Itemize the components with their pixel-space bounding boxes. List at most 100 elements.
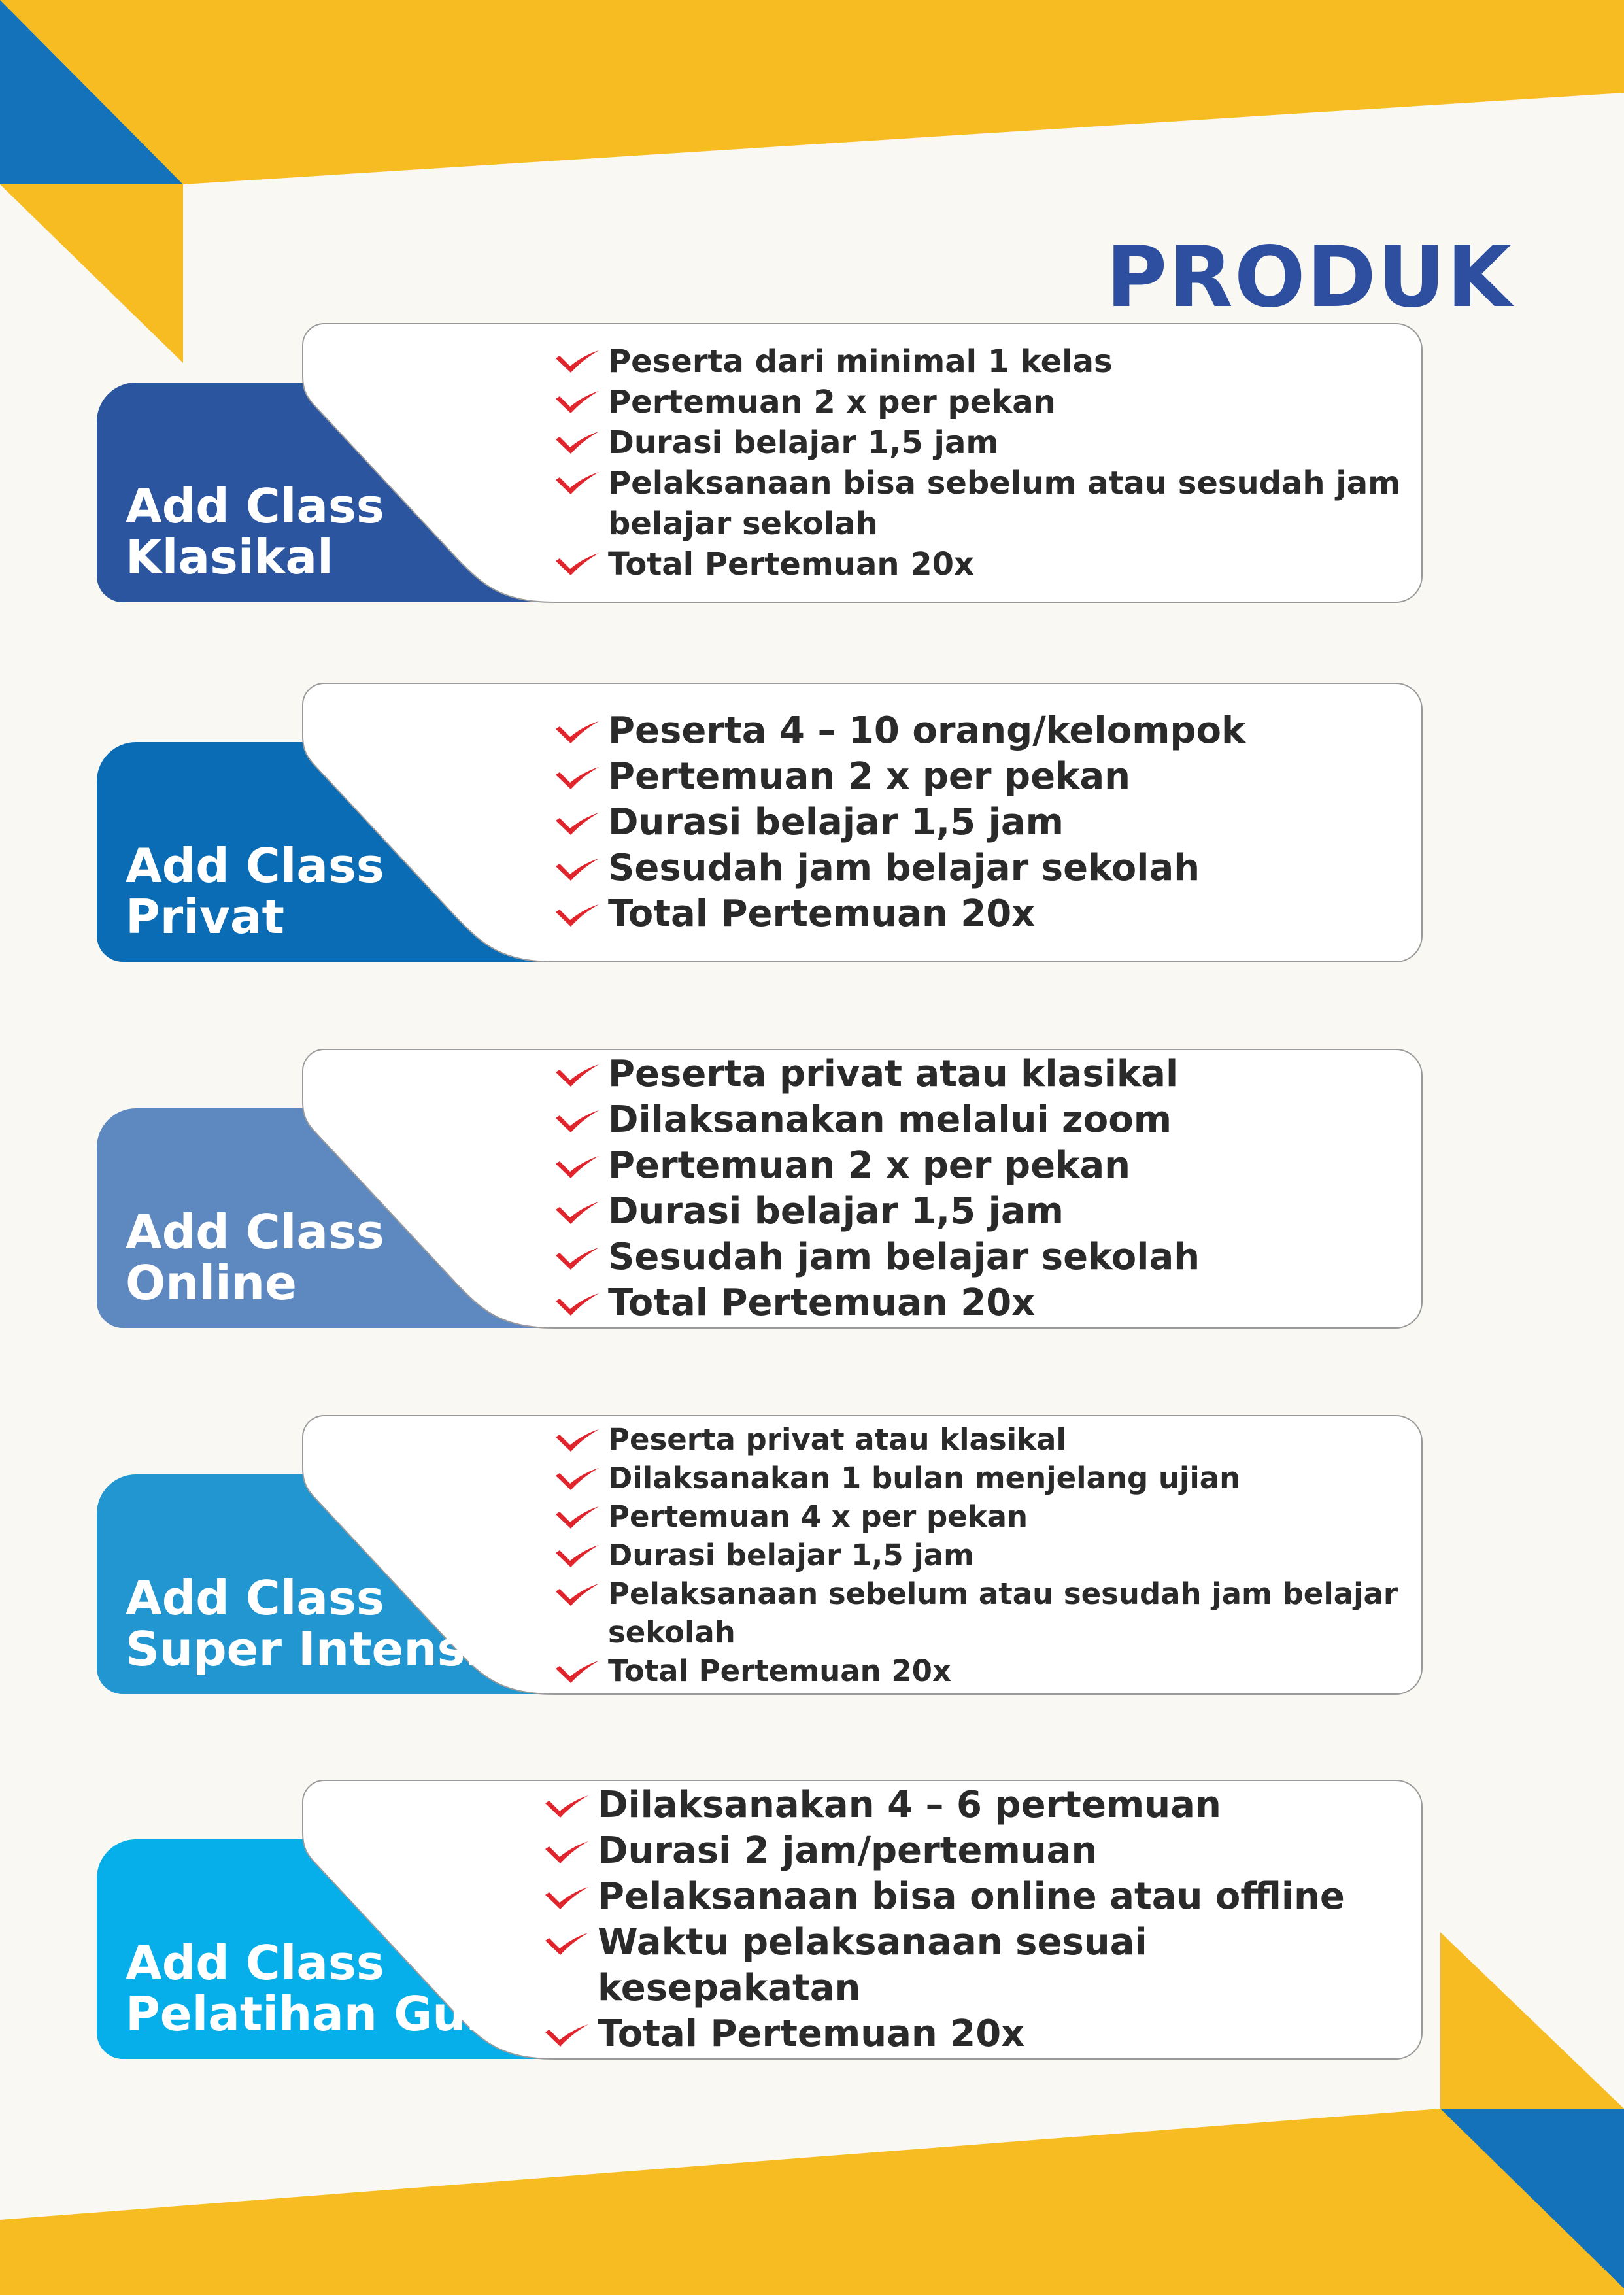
feature-list: Dilaksanakan 4 – 6 pertemuan Durasi 2 ja… (544, 1780, 1420, 2059)
check-mark-icon (556, 350, 599, 373)
card-shape (97, 323, 1423, 603)
card-title: Add Class Klasikal (126, 481, 384, 583)
list-item-text: Total Pertemuan 20x (598, 2013, 1025, 2055)
list-item: Peserta privat atau klasikal (554, 1420, 1430, 1459)
list-item: Sesudah jam belajar sekolah (554, 845, 1430, 891)
check-mark-icon (556, 553, 599, 575)
list-item-text: Durasi belajar 1,5 jam (608, 801, 1064, 843)
list-item-text: Pertemuan 2 x per pekan (608, 755, 1130, 798)
list-item: Total Pertemuan 20x (544, 2011, 1420, 2057)
check-mark-icon (556, 721, 599, 743)
check-mark-icon (556, 767, 599, 789)
list-item: Total Pertemuan 20x (554, 544, 1430, 585)
list-item: Pelaksanaan bisa online atau offline (544, 1874, 1420, 1920)
list-item: Durasi belajar 1,5 jam (554, 422, 1430, 463)
list-item: Durasi belajar 1,5 jam (554, 1536, 1430, 1574)
check-mark-icon (556, 904, 599, 926)
list-item-text: Durasi 2 jam/pertemuan (598, 1829, 1098, 1872)
card-privat: Add Class Privat Peserta 4 – 10 orang/ke… (97, 683, 1451, 968)
check-mark-icon (556, 1506, 599, 1529)
list-item-text: Dilaksanakan 4 – 6 pertemuan (598, 1784, 1221, 1826)
list-item: Pertemuan 2 x per pekan (554, 382, 1430, 422)
card-white-panel (302, 1415, 1423, 1695)
bottom-right-blue-triangle (1440, 2109, 1624, 2288)
list-item: Durasi belajar 1,5 jam (554, 1189, 1430, 1234)
list-item-text: Total Pertemuan 20x (608, 1282, 1036, 1324)
check-mark-icon (545, 1841, 588, 1863)
list-item: Dilaksanakan 4 – 6 pertemuan (544, 1782, 1420, 1828)
card-title: Add Class Online (126, 1206, 384, 1308)
list-item: Durasi belajar 1,5 jam (554, 800, 1430, 845)
check-mark-icon (545, 1795, 588, 1818)
check-mark-icon (556, 432, 599, 454)
list-item: Pelaksanaan sebelum atau sesudah jam bel… (554, 1574, 1430, 1652)
check-mark-icon (556, 858, 599, 881)
feature-list: Peserta privat atau klasikal Dilaksanaka… (554, 1049, 1430, 1328)
feature-list: Peserta dari minimal 1 kelas Pertemuan 2… (554, 324, 1430, 602)
card-shape (97, 683, 1423, 962)
check-mark-icon (556, 472, 599, 494)
feature-list: Peserta privat atau klasikal Dilaksanaka… (554, 1416, 1430, 1694)
check-mark-icon (556, 1202, 599, 1224)
list-item: Total Pertemuan 20x (554, 1280, 1430, 1326)
list-item-text: Pelaksanaan sebelum atau sesudah jam bel… (608, 1576, 1398, 1650)
list-item-text: Sesudah jam belajar sekolah (608, 1236, 1200, 1278)
card-white-panel (302, 1780, 1423, 2060)
check-mark-icon (556, 813, 599, 835)
list-item-text: Total Pertemuan 20x (608, 546, 974, 583)
list-item-text: Pelaksanaan bisa online atau offline (598, 1875, 1345, 1918)
list-item-text: Pertemuan 2 x per pekan (608, 1144, 1130, 1187)
list-item-text: Peserta privat atau klasikal (608, 1053, 1179, 1095)
card-title-line2: Online (126, 1255, 297, 1310)
list-item-text: Pertemuan 4 x per pekan (608, 1499, 1028, 1534)
list-item: Dilaksanakan melalui zoom (554, 1097, 1430, 1143)
list-item-text: Dilaksanakan melalui zoom (608, 1098, 1172, 1141)
card-title-line2: Klasikal (126, 530, 333, 585)
top-yellow-band (0, 0, 1624, 184)
card-online: Add Class Online Peserta privat atau kla… (97, 1049, 1451, 1334)
list-item: Pertemuan 4 x per pekan (554, 1497, 1430, 1536)
card-pelatihan-guru: Add Class Pelatihan Guru Dilaksanakan 4 … (97, 1780, 1451, 2066)
card-klasikal: Add Class Klasikal Peserta dari minimal … (97, 323, 1451, 609)
list-item-text: Waktu pelaksanaan sesuai kesepakatan (598, 1921, 1147, 2009)
list-item: Total Pertemuan 20x (554, 1652, 1430, 1690)
list-item: Dilaksanakan 1 bulan menjelang ujian (554, 1459, 1430, 1497)
card-title: Add Class Super Intensif (126, 1572, 501, 1674)
list-item-text: Sesudah jam belajar sekolah (608, 847, 1200, 889)
card-title-line2: Super Intensif (126, 1622, 502, 1676)
list-item-text: Peserta dari minimal 1 kelas (608, 343, 1113, 380)
card-title-line1: Add Class (126, 479, 384, 534)
card-shape (97, 1415, 1423, 1695)
list-item-text: Durasi belajar 1,5 jam (608, 1190, 1064, 1232)
check-mark-icon (556, 1544, 599, 1567)
top-left-blue-triangle (0, 0, 183, 184)
list-item: Waktu pelaksanaan sesuai kesepakatan (544, 1920, 1420, 2011)
check-mark-icon (556, 1156, 599, 1178)
check-mark-icon (556, 391, 599, 413)
check-mark-icon (545, 1933, 588, 1955)
list-item-text: Pertemuan 2 x per pekan (608, 384, 1056, 420)
check-mark-icon (556, 1293, 599, 1316)
card-white-panel (302, 683, 1423, 962)
card-title-line1: Add Class (126, 838, 384, 893)
check-mark-icon (556, 1660, 599, 1683)
list-item: Durasi 2 jam/pertemuan (544, 1828, 1420, 1874)
list-item-text: Durasi belajar 1,5 jam (608, 1537, 975, 1572)
bottom-yellow-band (0, 2109, 1624, 2295)
list-item: Pelaksanaan bisa sebelum atau sesudah ja… (554, 463, 1430, 544)
list-item: Peserta 4 – 10 orang/kelompok (554, 708, 1430, 754)
list-item-text: Peserta 4 – 10 orang/kelompok (608, 709, 1246, 752)
check-mark-icon (556, 1429, 599, 1452)
list-item: Sesudah jam belajar sekolah (554, 1234, 1430, 1280)
list-item: Peserta dari minimal 1 kelas (554, 341, 1430, 382)
list-item-text: Durasi belajar 1,5 jam (608, 424, 999, 461)
card-title: Add Class Pelatihan Guru (126, 1937, 522, 2039)
card-title-line2: Pelatihan Guru (126, 1986, 523, 2041)
card-white-panel (302, 323, 1423, 603)
check-mark-icon (556, 1583, 599, 1606)
card-title-line1: Add Class (126, 1204, 384, 1259)
check-mark-icon (545, 2024, 588, 2047)
check-mark-icon (556, 1110, 599, 1132)
card-title: Add Class Privat (126, 840, 384, 942)
